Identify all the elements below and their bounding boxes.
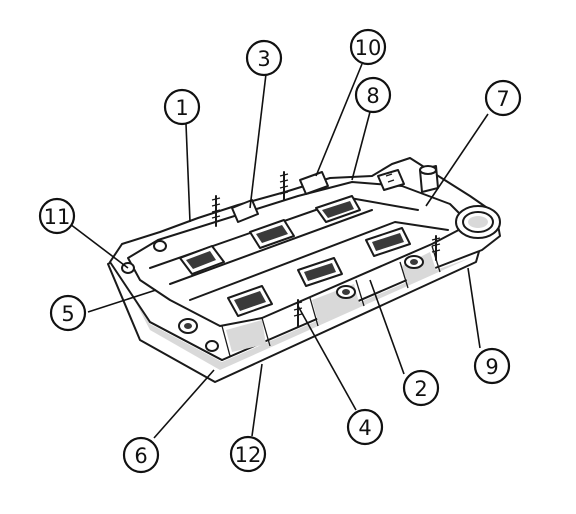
- leader-7: [425, 113, 489, 207]
- callout-7: 7: [484, 79, 522, 117]
- callout-label: 8: [366, 84, 379, 108]
- callout-2: 2: [402, 369, 440, 407]
- callout-3: 3: [245, 39, 283, 77]
- callout-12: 12: [229, 435, 267, 473]
- callout-label: 1: [175, 96, 188, 120]
- callout-5: 5: [49, 294, 87, 332]
- callout-1: 1: [163, 88, 201, 126]
- callout-label: 11: [44, 205, 71, 229]
- callout-label: 5: [61, 302, 74, 326]
- callout-label: 10: [355, 36, 382, 60]
- leader-10: [315, 63, 363, 177]
- callout-8: 8: [354, 76, 392, 114]
- callout-10: 10: [349, 28, 387, 66]
- callout-9: 9: [473, 347, 511, 385]
- leader-1: [185, 123, 191, 223]
- leader-lines: [69, 63, 489, 439]
- callout-11: 11: [38, 197, 76, 235]
- leader-3: [249, 73, 267, 209]
- leader-11: [69, 223, 129, 269]
- callout-label: 12: [235, 443, 262, 467]
- leader-9: [467, 267, 481, 349]
- callout-label: 6: [134, 444, 147, 468]
- leader-6: [153, 369, 215, 439]
- leader-2: [369, 279, 405, 375]
- callout-6: 6: [122, 436, 160, 474]
- manifold-illustration: [107, 157, 501, 383]
- leader-12: [251, 363, 263, 437]
- leader-5: [87, 289, 157, 313]
- callout-label: 2: [414, 377, 427, 401]
- leader-8: [351, 111, 371, 181]
- callout-label: 4: [358, 416, 371, 440]
- callout-4: 4: [346, 408, 384, 446]
- callout-label: 3: [257, 47, 270, 71]
- callout-label: 9: [485, 355, 498, 379]
- callout-label: 7: [496, 87, 509, 111]
- leader-4: [297, 305, 357, 411]
